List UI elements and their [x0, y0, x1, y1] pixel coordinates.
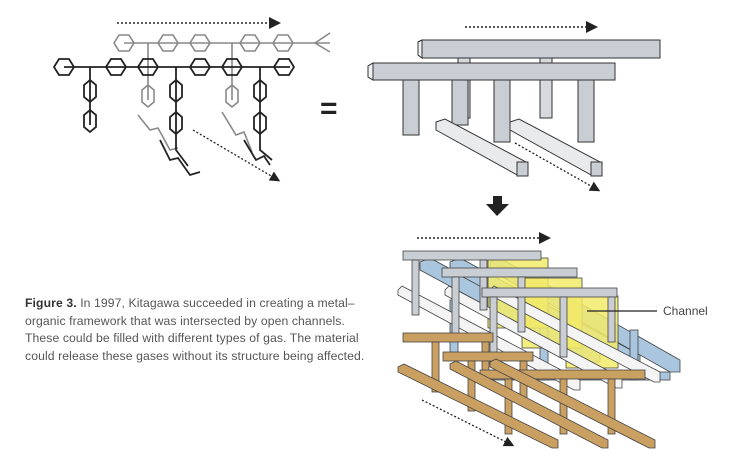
caption-text: In 1997, Kitagawa succeeded in creating … [25, 296, 365, 363]
channel-label: Channel [663, 304, 708, 318]
figure-label: Figure 3. [25, 296, 77, 310]
framework-with-channels [397, 232, 681, 449]
direction-arrow-diagonal-left [192, 129, 281, 182]
down-arrow-icon [486, 196, 509, 216]
equals-sign: = [320, 92, 338, 125]
molecular-structure [52, 17, 331, 182]
grey-frames [402, 250, 618, 366]
front-chain [52, 58, 296, 177]
back-chain [113, 32, 331, 153]
simplified-framework [367, 21, 661, 192]
brown-layer [397, 332, 656, 449]
direction-arrow-bottom-diagonal [421, 399, 515, 447]
figure-caption: Figure 3. In 1997, Kitagawa succeeded in… [25, 295, 365, 365]
